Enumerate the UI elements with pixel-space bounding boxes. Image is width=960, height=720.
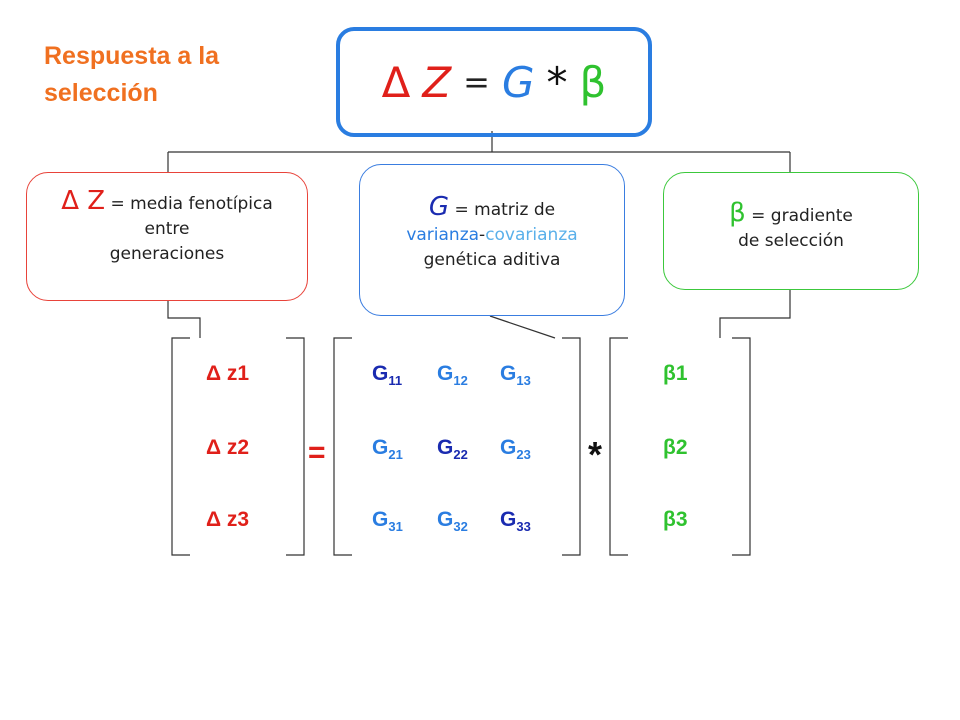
g-line2-covarianza: covarianza [485, 225, 578, 245]
delta-z-definition-box: Δ Z = media fenotípica entre generacione… [26, 172, 308, 301]
g-cell-12: G12 [437, 362, 468, 389]
beta-entry-2: β2 [663, 436, 688, 459]
equation-equals: = [463, 63, 490, 101]
g-line3: genética aditiva [423, 250, 561, 270]
equation-star: * [546, 57, 568, 107]
beta-line2: de selección [738, 231, 844, 251]
beta-symbol: β [729, 198, 746, 228]
dz-entry-2: Δ z2 [206, 436, 250, 459]
beta-entry-3: β3 [663, 508, 688, 531]
g-definition-box: G = matriz de varianza-covarianza genéti… [359, 164, 625, 316]
equation-beta: β [579, 57, 607, 107]
page-title: Respuesta a la selección [44, 42, 220, 107]
equation-delta: Δ [381, 57, 411, 107]
equation-z: Z [422, 57, 452, 107]
beta-line1: = gradiente [745, 206, 853, 226]
delta-z-line1: = media fenotípica [105, 194, 273, 214]
g-cell-31: G31 [372, 508, 403, 535]
g-line2-varianza: varianza [406, 225, 480, 245]
equation-g: G [501, 57, 535, 107]
g-cell-32: G32 [437, 508, 468, 535]
g-cell-13: G13 [500, 362, 531, 389]
equals-sign: = [308, 436, 326, 469]
dz-entry-1: Δ z1 [206, 362, 250, 385]
delta-z-line3: generaciones [109, 244, 225, 264]
multiply-sign: * [588, 434, 603, 475]
g-line2-dash: - [479, 225, 486, 245]
g-cell-11: G11 [372, 362, 403, 389]
g-cell-23: G23 [500, 436, 531, 463]
beta-entry-1: β1 [663, 362, 688, 385]
g-symbol: G [428, 192, 450, 222]
delta-z-symbol: Δ Z [61, 186, 106, 216]
main-equation-box: Δ Z = G * β [336, 27, 652, 137]
g-cell-21: G21 [372, 436, 403, 463]
g-line1: = matriz de [449, 200, 556, 220]
g-cell-33: G33 [500, 508, 531, 535]
beta-definition-box: β = gradiente de selección [663, 172, 919, 290]
delta-z-line2: entre [144, 219, 190, 239]
dz-entry-3: Δ z3 [206, 508, 250, 531]
g-cell-22: G22 [437, 436, 468, 463]
